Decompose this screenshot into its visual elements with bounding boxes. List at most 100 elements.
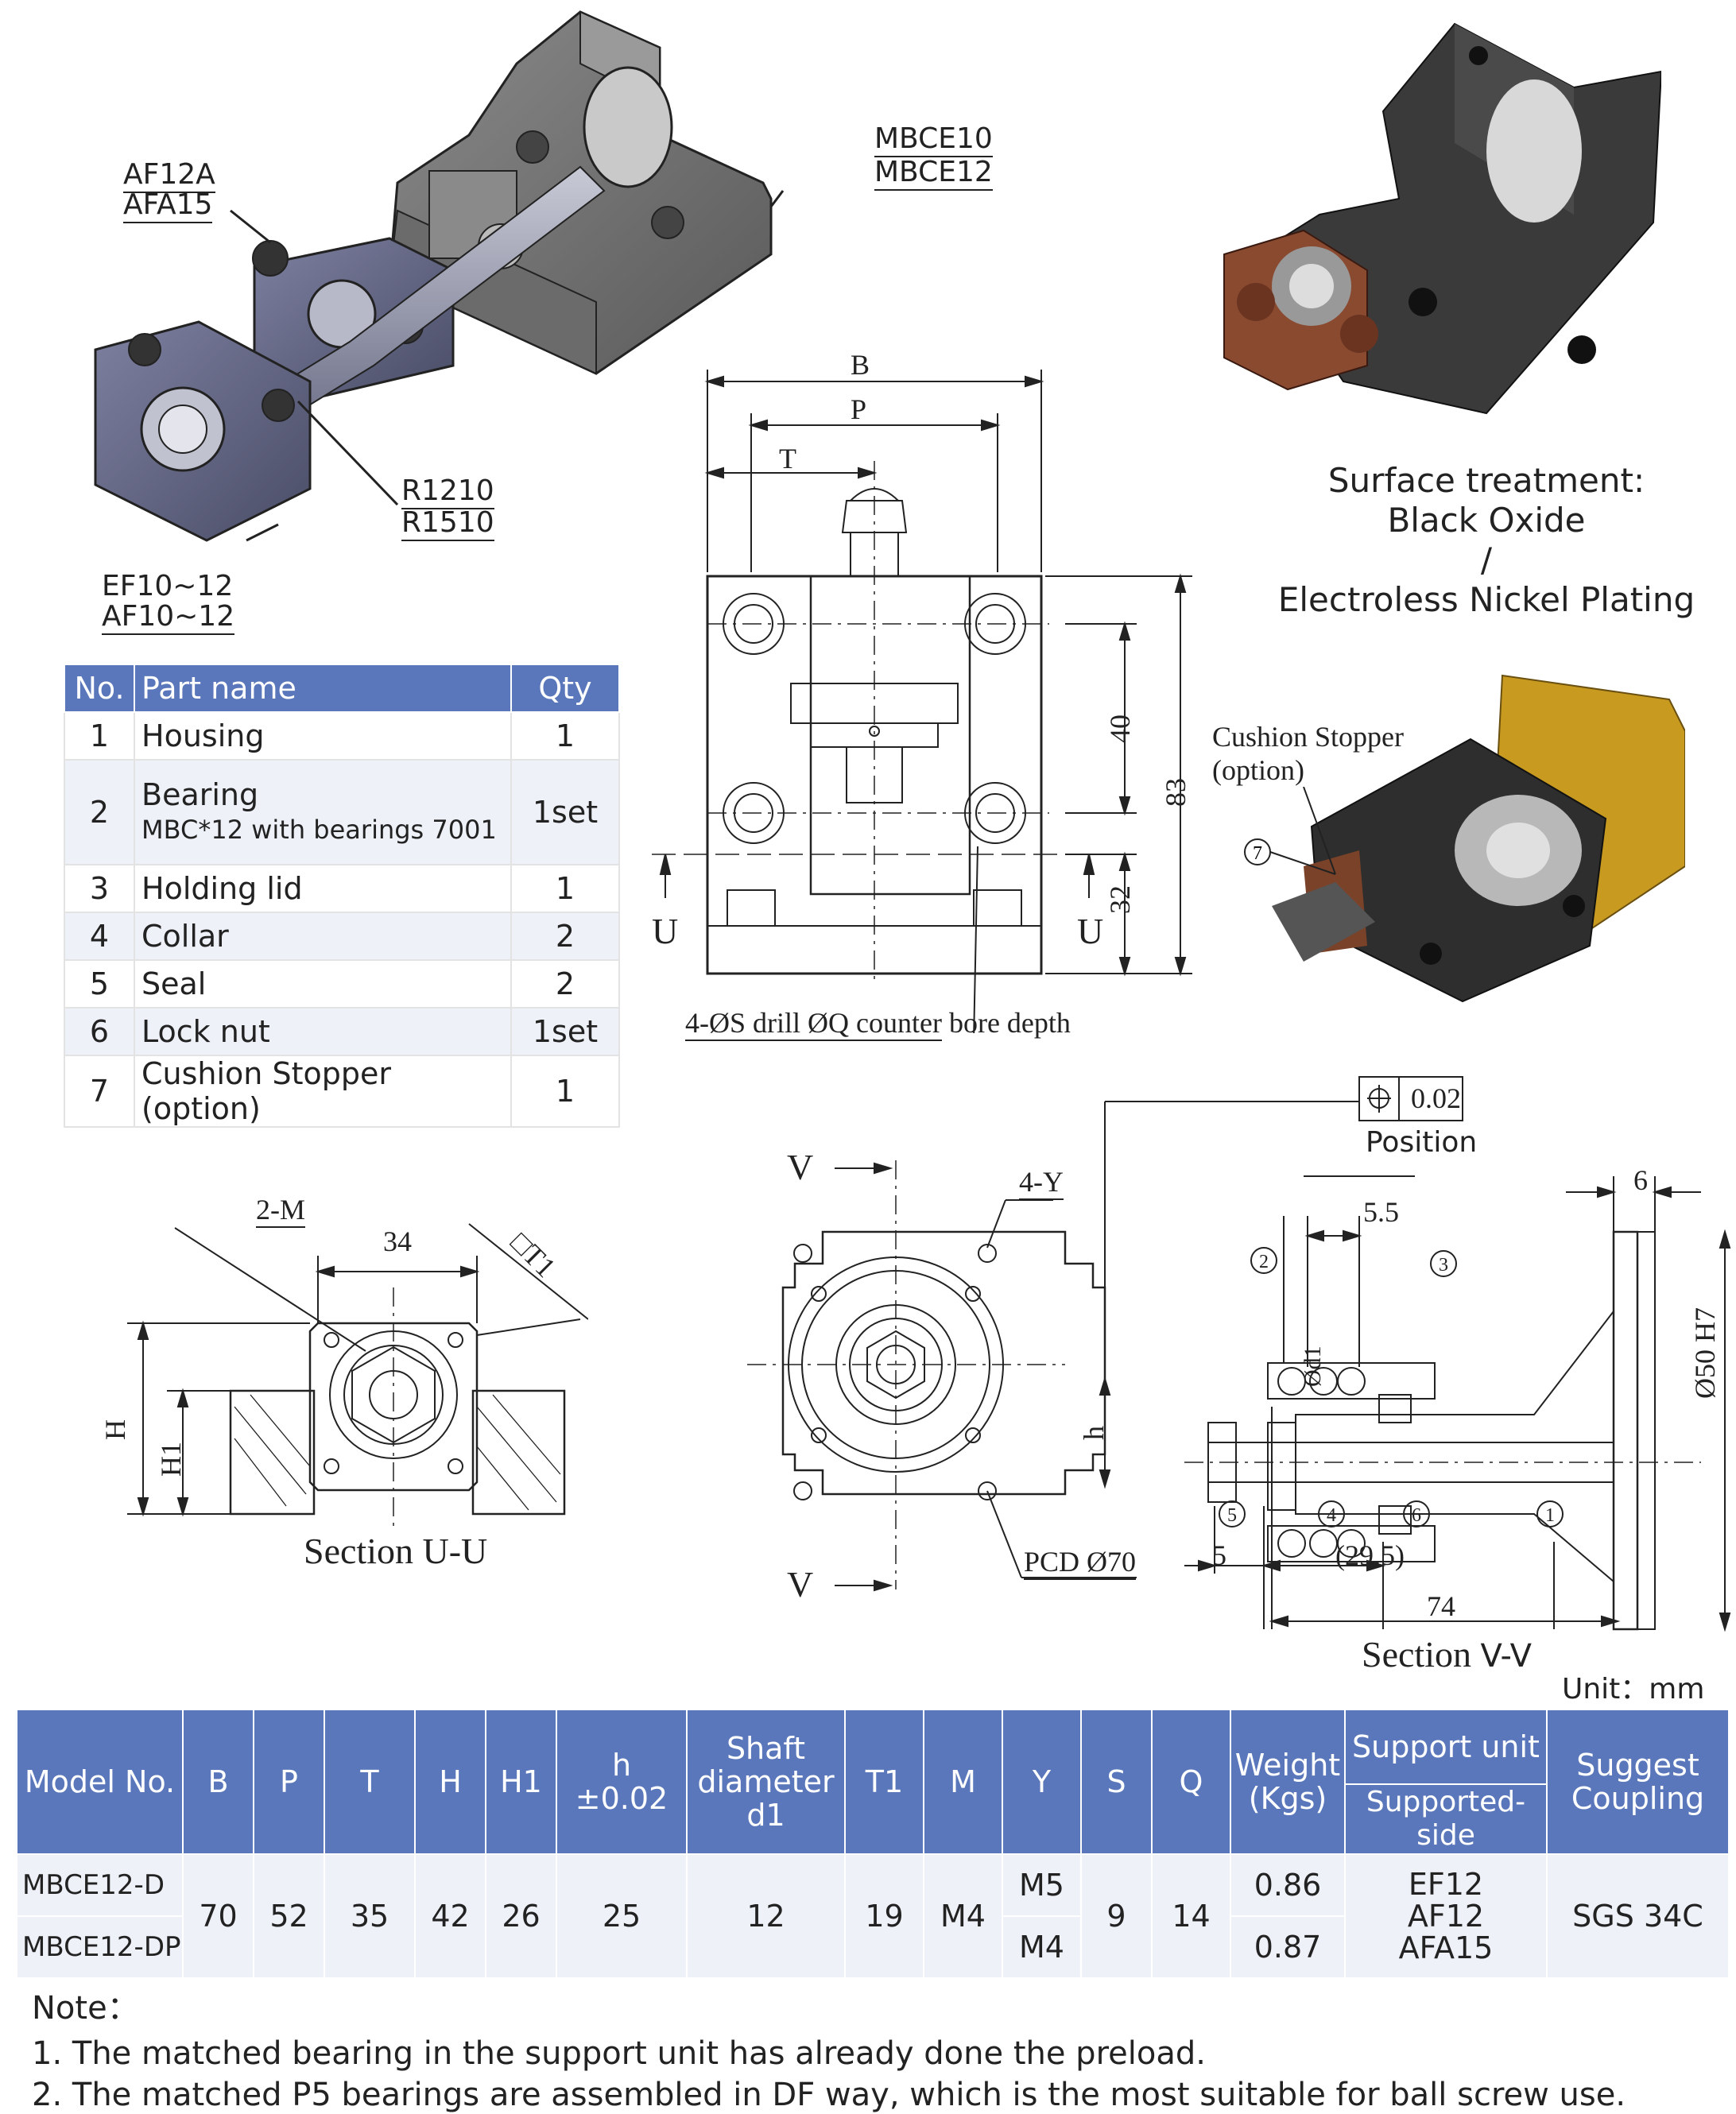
spec-header-q: Q — [1151, 1709, 1231, 1855]
label-pcd-text: PCD Ø70 — [1024, 1546, 1137, 1580]
product-render-with-motor — [1272, 674, 1685, 1003]
surface-line4: Electroless Nickel Plating — [1277, 580, 1695, 619]
label-4-y: 4-Y — [1019, 1166, 1064, 1200]
spec-header-coupling-a: Suggest — [1576, 1748, 1699, 1783]
surface-treatment: Surface treatment: Black Oxide / Electro… — [1240, 461, 1733, 620]
part-qty: 2 — [510, 959, 620, 1009]
spec-support-ef12: EF12 — [1408, 1867, 1484, 1902]
part-no: 6 — [64, 1007, 135, 1056]
dim-P: P — [851, 393, 867, 425]
spec-header-support: Support unit — [1344, 1709, 1548, 1785]
spec-s: 9 — [1080, 1853, 1153, 1979]
spec-header-model: Model No. — [16, 1709, 184, 1855]
callout-afa15: AFA15 — [123, 189, 213, 223]
balloon-7: 7 — [1253, 843, 1262, 864]
part-no: 3 — [64, 864, 135, 913]
part-name: Lock nut — [134, 1007, 512, 1056]
balloon-4: 4 — [1327, 1505, 1336, 1526]
part-name: Holding lid — [134, 864, 512, 913]
tol-position-value: 0.02 — [1411, 1082, 1461, 1114]
section-u-drawing — [127, 1223, 588, 1526]
spec-h1: 26 — [485, 1853, 557, 1979]
note-2: 2. The matched P5 bearings are assembled… — [32, 2077, 1626, 2113]
caption-section-u: Section U-U — [304, 1531, 488, 1571]
balloon-2: 2 — [1259, 1252, 1269, 1272]
callout-r1510: R1510 — [401, 507, 494, 541]
callout-ef10-12: EF10~12 — [102, 570, 234, 602]
spec-header-shaft-c: d1 — [746, 1798, 785, 1833]
dim-5: 5 — [1212, 1539, 1226, 1571]
product-render-black — [1223, 22, 1661, 415]
caption-section-v-a: Section — [1362, 1634, 1481, 1675]
spec-weight: 0.87 — [1230, 1915, 1346, 1979]
dim-H: H — [99, 1419, 131, 1440]
spec-support-units: EF12 AF12 AFA15 — [1344, 1853, 1548, 1979]
spec-header-h: H — [414, 1709, 486, 1855]
spec-header-h1: H1 — [485, 1709, 557, 1855]
caption-section-v-b: V-V — [1480, 1638, 1532, 1675]
dim-83: 83 — [1160, 778, 1192, 807]
spec-coupling: SGS 34C — [1546, 1853, 1730, 1979]
part-no: 4 — [64, 912, 135, 961]
part-qty: 1set — [510, 1007, 620, 1056]
dim-32: 32 — [1104, 885, 1136, 914]
balloon-7-leader: 7 — [1244, 787, 1336, 875]
part-name: Housing — [134, 711, 512, 761]
spec-model: MBCE12-D — [16, 1853, 184, 1917]
spec-model: MBCE12-DP — [16, 1915, 184, 1979]
label-4-y-text: 4-Y — [1019, 1166, 1064, 1200]
label-pcd: PCD Ø70 — [1024, 1546, 1137, 1580]
section-mark-u-left: U — [652, 911, 679, 951]
section-mark-u-right: U — [1077, 911, 1104, 951]
spec-header-shaft-a: Shaft — [726, 1731, 806, 1766]
surface-line3: / — [1480, 540, 1493, 579]
callout-cushion-option: (option) — [1212, 754, 1304, 786]
spec-header-t1: T1 — [844, 1709, 924, 1855]
part-qty: 2 — [510, 912, 620, 961]
dim-dia50-h7: Ø50 H7 — [1689, 1307, 1721, 1399]
spec-header-b: B — [182, 1709, 254, 1855]
balloon-1: 1 — [1545, 1505, 1555, 1526]
spec-header-supported-side: Supported-side — [1344, 1783, 1548, 1855]
exploded-assembly-illustration — [94, 10, 785, 542]
dim-6: 6 — [1633, 1164, 1648, 1196]
dim-5-5: 5.5 — [1363, 1196, 1399, 1228]
caption-section-v: Section V-V — [1362, 1633, 1532, 1675]
part-name: Collar — [134, 912, 512, 961]
spec-q: 14 — [1151, 1853, 1231, 1979]
spec-b: 70 — [182, 1853, 254, 1979]
dim-T: T — [779, 443, 796, 474]
spec-header-weight-a: Weight — [1234, 1748, 1341, 1783]
spec-header-h-a: h — [611, 1748, 632, 1783]
balloon-6: 6 — [1412, 1505, 1421, 1526]
dim-d1: Ød1 — [1300, 1345, 1326, 1387]
spec-d1: 12 — [686, 1853, 846, 1979]
spec-header-p: P — [253, 1709, 325, 1855]
drill-note-b: bore depth — [948, 1007, 1071, 1039]
part-name: Bearing — [141, 777, 259, 812]
drill-note-a: 4-ØS drill ØQ counter — [685, 1007, 942, 1041]
spec-support-af12: AF12 — [1407, 1899, 1485, 1934]
parts-header-name: Part name — [134, 664, 512, 713]
callout-af12a: AF12A — [123, 159, 215, 193]
dim-H1: H1 — [155, 1442, 187, 1477]
dim-34: 34 — [383, 1225, 412, 1257]
label-2-m: 2-M — [256, 1194, 305, 1228]
dim-74: 74 — [1427, 1590, 1455, 1622]
spec-t: 35 — [324, 1853, 416, 1979]
spec-header-weight-b: (Kgs) — [1248, 1781, 1327, 1816]
callout-r1210: R1210 — [401, 475, 494, 509]
spec-y: M4 — [1002, 1915, 1082, 1979]
spec-header-h-b: ±0.02 — [575, 1781, 668, 1816]
part-qty: 1set — [510, 759, 620, 865]
part-qty: 1 — [510, 864, 620, 913]
part-qty: 1 — [510, 1055, 620, 1128]
part-name-sub: MBC*12 with bearings 7001 — [141, 815, 497, 845]
